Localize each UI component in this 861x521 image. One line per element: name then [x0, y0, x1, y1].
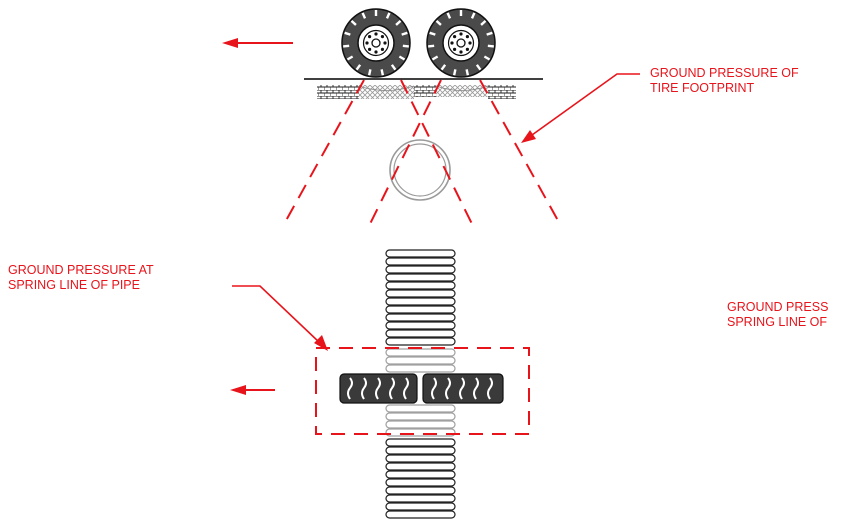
pressure-distribution-lines: [282, 79, 562, 227]
spring-line-label-left: GROUND PRESSURE AT SPRING LINE OF PIPE: [8, 263, 154, 293]
front-tire: [340, 7, 412, 79]
elevation-view: [222, 7, 640, 227]
direction-arrow-bottom: [230, 385, 275, 395]
spring-line-leader: [232, 285, 328, 351]
pipe-cross-section: [389, 139, 451, 201]
tire-footprint-label-line2: TIRE FOOTPRINT: [650, 81, 755, 95]
spring-line-label-right: GROUND PRESS SPRING LINE OF: [727, 300, 828, 330]
spring-line-pressure-box: [315, 347, 530, 435]
tire-footprint-leader: [521, 73, 640, 143]
spring-line-label-right-line1: GROUND PRESS: [727, 300, 829, 314]
tire-footprint-label: GROUND PRESSURE OF TIRE FOOTPRINT: [650, 66, 799, 96]
corrugated-pipe-bottom: [385, 438, 456, 519]
corrugated-pipe-top: [385, 249, 456, 346]
plan-view: [230, 249, 530, 519]
spring-line-label-left-line1: GROUND PRESSURE AT: [8, 263, 154, 277]
spring-line-label-right-line2: SPRING LINE OF: [727, 315, 828, 329]
tire-footprint-label-line1: GROUND PRESSURE OF: [650, 66, 799, 80]
rear-tire: [425, 7, 497, 79]
tire-treads-plan: [339, 373, 504, 404]
corrugated-pipe-middle: [385, 348, 456, 437]
direction-arrow-top: [222, 38, 293, 48]
soil-hatch: [317, 85, 516, 99]
spring-line-label-left-line2: SPRING LINE OF PIPE: [8, 278, 140, 292]
